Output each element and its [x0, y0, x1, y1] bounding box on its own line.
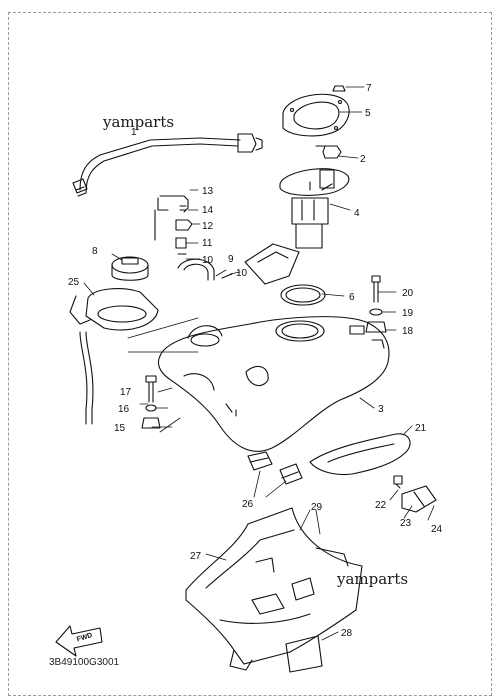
callout-17: 17: [120, 387, 132, 398]
callout-13: 13: [202, 186, 214, 197]
callout-6: 6: [349, 292, 355, 303]
part-2-clip: [315, 145, 342, 159]
part-21-plate: [309, 433, 411, 476]
part-27-lower-cover: [185, 507, 363, 671]
rubber-23-24: [401, 485, 437, 513]
callout-5: 5: [365, 108, 371, 119]
bolt-stack-left: [141, 375, 161, 429]
bolt-22: [393, 475, 403, 489]
watermark-bottom: yamparts: [337, 570, 409, 588]
callout-26: 26: [242, 499, 254, 510]
callout-2: 2: [360, 154, 366, 165]
callout-14: 14: [202, 205, 214, 216]
callout-3: 3: [378, 404, 384, 415]
callout-19: 19: [402, 308, 414, 319]
callout-9: 9: [228, 254, 234, 265]
callout-7: 7: [366, 83, 372, 94]
callout-24: 24: [431, 524, 443, 535]
callout-20: 20: [402, 288, 414, 299]
part-25-cap-holder: [69, 288, 159, 425]
callout-29: 29: [311, 502, 323, 513]
pump-bracket: [244, 243, 300, 285]
part-28-panel: [285, 635, 323, 673]
callout-10a: 10: [202, 255, 214, 266]
callout-15: 15: [114, 423, 126, 434]
watermark-top: yamparts: [103, 113, 175, 131]
callout-25: 25: [68, 277, 80, 288]
leader-lines: [83, 86, 435, 641]
valve-stack: [154, 195, 193, 255]
part-1-vent-hose: [72, 133, 263, 197]
callout-23: 23: [400, 518, 412, 529]
part-26-dampers: [247, 451, 303, 485]
part-7-bolt: [332, 85, 346, 92]
part-5-pump-cap: [282, 93, 350, 137]
callout-22: 22: [375, 500, 387, 511]
fwd-arrow-icon: [55, 625, 103, 657]
frame-border: [8, 12, 492, 696]
part-8-filler-cap: [111, 256, 149, 281]
callout-21: 21: [415, 423, 427, 434]
callout-18: 18: [402, 326, 414, 337]
drawing-code: 3B49100G3001: [49, 657, 120, 668]
callout-11: 11: [202, 238, 213, 249]
part-4-fuel-pump: [279, 168, 350, 249]
callout-1: 1: [131, 127, 137, 138]
callout-8: 8: [92, 246, 98, 257]
hose-9: [177, 258, 233, 281]
callout-28: 28: [341, 628, 353, 639]
callout-16: 16: [118, 404, 130, 415]
callout-4: 4: [354, 208, 360, 219]
fwd-label: FWD: [76, 632, 93, 644]
part-6-gasket: [280, 284, 326, 306]
part-3-fuel-tank: [157, 316, 390, 452]
callout-10b: 10: [236, 268, 248, 279]
callout-12: 12: [202, 221, 214, 232]
callout-27: 27: [190, 551, 202, 562]
